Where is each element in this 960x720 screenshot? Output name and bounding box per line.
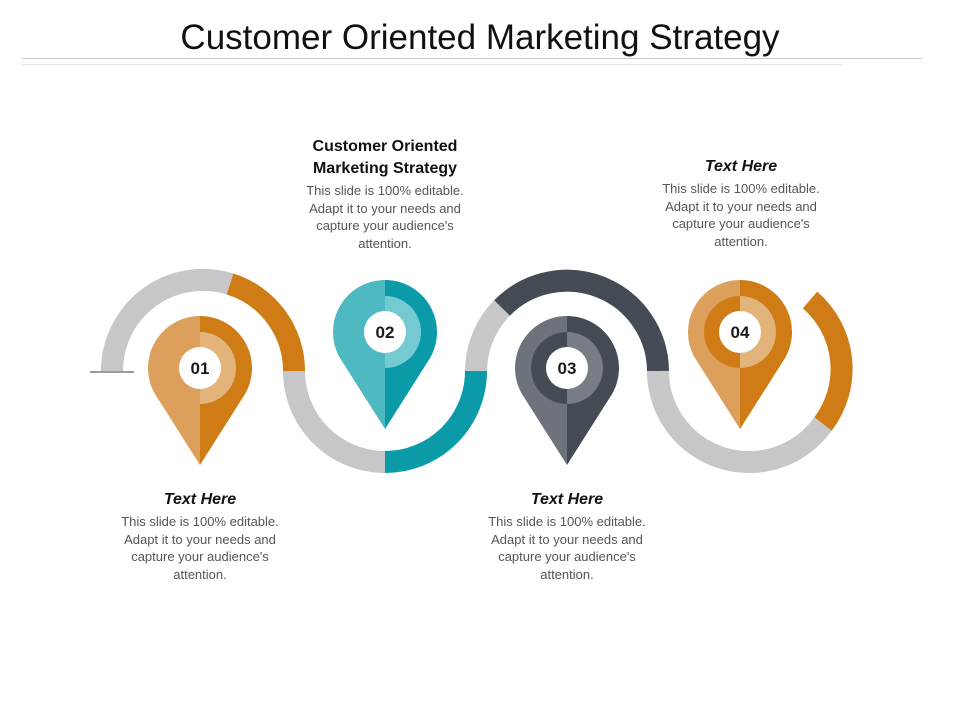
map-pin-icon: 02 xyxy=(332,280,438,429)
track-segment-4-orange xyxy=(802,291,853,431)
track-segment-2-gray xyxy=(283,370,386,473)
block-body: This slide is 100% editable. Adapt it to… xyxy=(121,514,279,582)
block-heading: Text Here xyxy=(530,491,604,508)
slide-title: Customer Oriented Marketing Strategy xyxy=(180,18,780,57)
pin-number: 01 xyxy=(191,359,210,378)
winding-track xyxy=(100,268,853,474)
block-body: This slide is 100% editable. Adapt it to… xyxy=(306,183,464,251)
text-block-02: Customer Oriented Marketing Strategy Thi… xyxy=(290,136,480,252)
track-segment-1-orange xyxy=(226,273,306,372)
pin-number: 04 xyxy=(731,323,750,342)
title-divider-secondary xyxy=(22,64,842,65)
track-segment-3-charcoal xyxy=(494,269,669,372)
block-body: This slide is 100% editable. Adapt it to… xyxy=(488,514,646,582)
text-block-03: Text Here This slide is 100% editable. A… xyxy=(472,489,662,583)
map-pin-icon: 01 xyxy=(147,316,253,465)
block-heading: Text Here xyxy=(163,491,237,508)
pin-number: 02 xyxy=(376,323,395,342)
track-segment-1-gray xyxy=(100,268,234,372)
map-pin-icon: 03 xyxy=(514,316,620,465)
block-body: This slide is 100% editable. Adapt it to… xyxy=(662,181,820,249)
track-segment-2-teal xyxy=(384,370,487,473)
track-segment-3-gray xyxy=(465,300,511,372)
title-divider xyxy=(22,58,922,59)
block-heading: Text Here xyxy=(704,158,778,175)
map-pin-icon: 04 xyxy=(687,280,793,429)
block-heading: Customer Oriented Marketing Strategy xyxy=(312,138,458,177)
text-block-01: Text Here This slide is 100% editable. A… xyxy=(105,489,295,583)
track-segment-4-gray xyxy=(647,370,832,474)
text-block-04: Text Here This slide is 100% editable. A… xyxy=(646,156,836,250)
pin-number: 03 xyxy=(558,359,577,378)
